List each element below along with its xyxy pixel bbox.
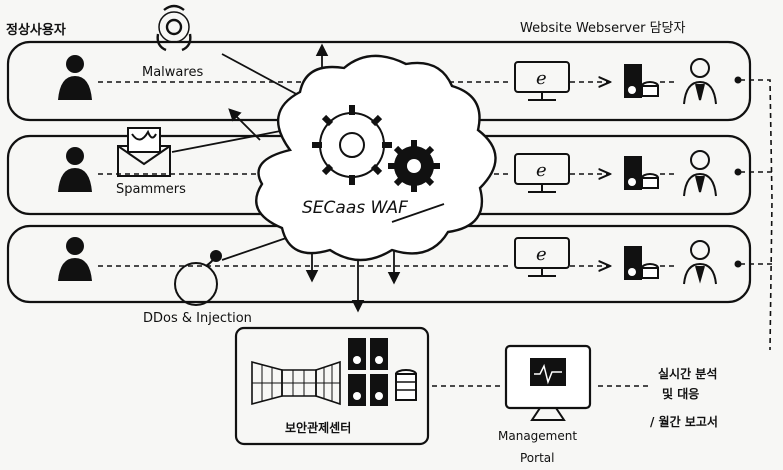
svg-text:e: e [536, 68, 547, 89]
realtime-label-1: 실시간 분석 [658, 366, 717, 381]
person-icon [58, 147, 92, 192]
spammers-label: Spammers [116, 182, 186, 197]
server-db-icon [624, 156, 659, 190]
operator-label: Website Webserver 담당자 [520, 21, 686, 36]
attack-arrows [171, 43, 401, 313]
ie-monitor-icon: e [514, 61, 570, 101]
server-db-icon [624, 64, 659, 98]
report-label: / 월간 보고서 [650, 414, 718, 429]
server-db-icon [624, 246, 659, 280]
svg-text:e: e [536, 244, 547, 265]
connector-dots [734, 76, 742, 268]
svg-text:e: e [536, 160, 547, 181]
person-icon [58, 55, 92, 100]
security-center-box [234, 326, 430, 446]
realtime-label-2: 및 대응 [662, 386, 699, 401]
ie-monitor-icon: e [514, 153, 570, 193]
biohazard-icon [156, 4, 192, 52]
ddos-label: DDos & Injection [143, 311, 252, 326]
person-icon [58, 237, 92, 281]
management-monitor-icon [504, 344, 592, 421]
gear-icon [388, 140, 440, 192]
portal-label: Portal [520, 451, 554, 465]
normal-user-label: 정상사용자 [6, 22, 66, 38]
admin-person-icon [683, 150, 717, 197]
gear-icon [312, 105, 392, 185]
admin-person-icon [683, 58, 717, 105]
admin-person-icon [683, 240, 717, 285]
security-center-label: 보안관제센터 [285, 420, 351, 435]
envelope-icon [117, 127, 171, 177]
waf-label: SECaas WAF [302, 198, 408, 218]
malwares-label: Malwares [142, 65, 203, 80]
ie-monitor-icon: e [514, 237, 570, 277]
waf-underline [391, 203, 445, 223]
management-label: Management [498, 429, 577, 443]
bomb-icon [174, 250, 222, 306]
